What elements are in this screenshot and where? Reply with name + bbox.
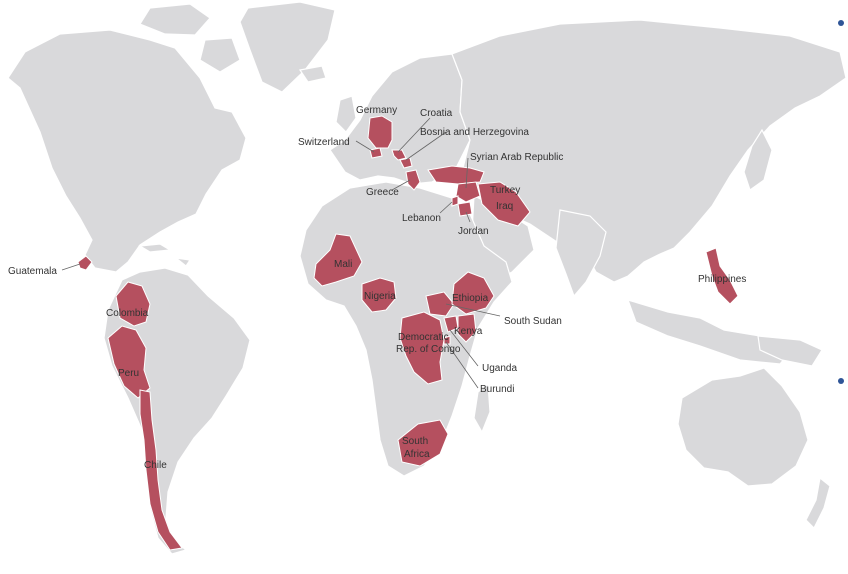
country-germany[interactable] [367, 115, 393, 149]
country-kenya[interactable] [457, 313, 477, 343]
label-germany: Germany [356, 105, 397, 116]
label-guatemala: Guatemala [8, 266, 57, 277]
country-peru[interactable] [107, 325, 151, 399]
country-turkey[interactable] [427, 165, 485, 185]
bullet-marker-bottom [838, 378, 844, 384]
label-colombia: Colombia [106, 308, 149, 319]
landmass-arctic-islands [139, 3, 241, 73]
label-greece: Greece [366, 187, 399, 198]
label-philippines: Philippines [698, 274, 746, 285]
country-greece[interactable] [405, 169, 421, 191]
landmass-british-isles [335, 95, 357, 133]
country-south-sudan[interactable] [425, 291, 455, 317]
country-drc[interactable] [399, 311, 445, 385]
landmass-australia [677, 367, 809, 487]
landmass-maritime-se-asia [627, 299, 791, 365]
label-uganda: Uganda [482, 363, 517, 374]
country-labels: Germany Croatia Switzerland Bosnia and H… [8, 105, 746, 471]
landmass-asia [451, 19, 847, 283]
landmass-greenland [239, 1, 336, 93]
country-switzerland[interactable] [369, 147, 383, 159]
label-south-africa-line1: South [402, 436, 428, 447]
landmass-new-guinea [757, 335, 823, 367]
label-mali: Mali [334, 259, 352, 270]
country-lebanon[interactable] [451, 195, 459, 207]
country-iraq[interactable] [477, 181, 531, 227]
label-ethiopia: Ethiopia [452, 293, 489, 304]
label-south-sudan: South Sudan [504, 316, 562, 327]
leader-lines [61, 117, 501, 389]
label-drc-line1: Democratic [398, 332, 449, 343]
country-bosnia[interactable] [399, 157, 413, 169]
landmass-madagascar [473, 382, 491, 434]
country-colombia[interactable] [115, 281, 151, 327]
country-south-africa[interactable] [397, 419, 449, 467]
label-turkey: Turkey [490, 185, 520, 196]
label-switzerland: Switzerland [298, 137, 350, 148]
label-iraq: Iraq [496, 201, 513, 212]
country-mali[interactable] [313, 233, 363, 287]
label-bosnia: Bosnia and Herzegovina [420, 127, 529, 138]
label-chile: Chile [144, 460, 167, 471]
country-chile[interactable] [139, 389, 183, 551]
landmass-japan [743, 128, 773, 191]
label-burundi: Burundi [480, 384, 514, 395]
country-syria[interactable] [455, 181, 481, 203]
label-drc-line2: Rep. of Congo [396, 344, 461, 355]
label-nigeria: Nigeria [364, 291, 396, 302]
label-syria: Syrian Arab Republic [470, 152, 563, 163]
landmass-iceland [298, 65, 327, 83]
bullet-marker-top [838, 20, 844, 26]
country-nigeria[interactable] [361, 277, 397, 313]
landmass-new-zealand [805, 476, 831, 530]
country-philippines[interactable] [705, 247, 739, 305]
country-jordan[interactable] [457, 201, 473, 217]
label-kenya: Kenya [454, 326, 483, 337]
label-croatia: Croatia [420, 108, 453, 119]
label-peru: Peru [118, 368, 139, 379]
label-south-africa-line2: Africa [404, 449, 430, 460]
landmass-india [555, 209, 607, 298]
label-lebanon: Lebanon [402, 213, 441, 224]
country-burundi[interactable] [443, 335, 451, 345]
highlighted-countries [77, 115, 739, 551]
landmass-caribbean [138, 243, 192, 267]
landmass-north-america [7, 29, 247, 273]
country-guatemala[interactable] [77, 255, 93, 271]
label-jordan: Jordan [458, 226, 489, 237]
